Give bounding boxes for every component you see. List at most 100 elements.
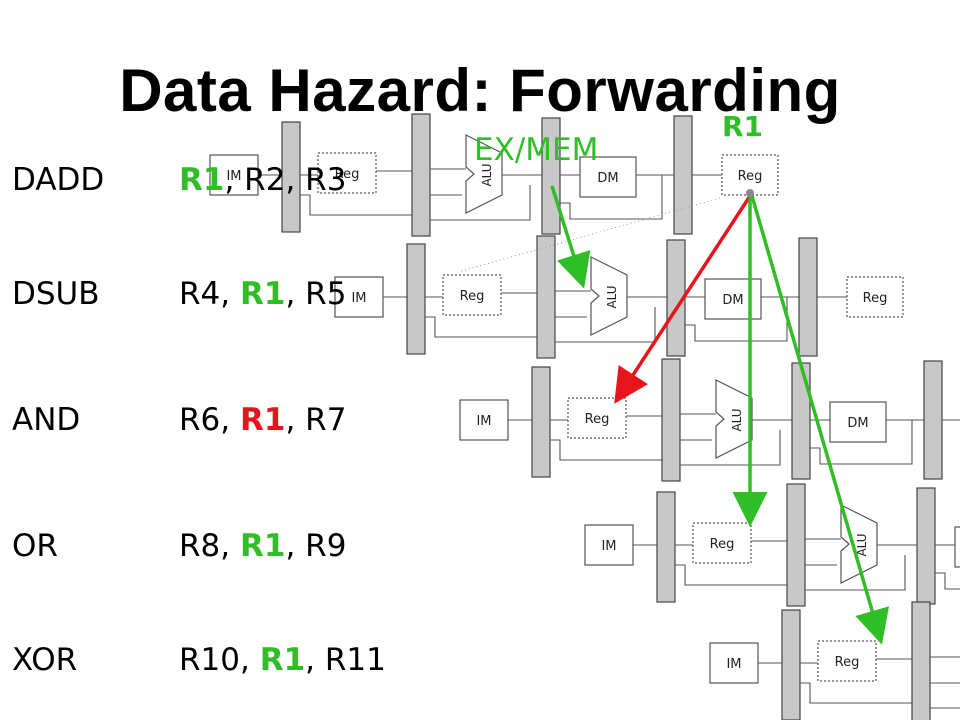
- dm-label: DM: [847, 416, 868, 431]
- alu-label: ALU: [730, 408, 744, 431]
- if-id-latch: [406, 243, 426, 355]
- operand-src1: R1: [239, 528, 286, 564]
- id-ex-latch: [911, 601, 931, 720]
- operand-src2: R11: [324, 642, 386, 678]
- id-ex-latch: [536, 235, 556, 359]
- reg-label: Reg: [835, 655, 860, 670]
- datapath-wire: [430, 185, 531, 221]
- mem-wb-latch: [673, 115, 693, 235]
- dm-box: [829, 401, 887, 443]
- reg-box: [846, 276, 904, 318]
- datapath-wire: [935, 572, 960, 590]
- reg-label: Reg: [710, 537, 735, 552]
- dm-label: DM: [722, 293, 743, 308]
- operand-dest: R10: [179, 642, 240, 678]
- opcode: OR: [12, 528, 58, 564]
- datapath-wire: [685, 297, 788, 342]
- operand-src2: R9: [305, 528, 347, 564]
- datapath-wire: [805, 555, 906, 591]
- datapath-wire: [550, 439, 662, 461]
- reg-box: [817, 640, 877, 682]
- separator: ,: [224, 162, 245, 198]
- opcode: XOR: [12, 642, 78, 678]
- dm-label: DM: [597, 171, 618, 186]
- opcode: DSUB: [12, 276, 100, 312]
- dm-box: [954, 526, 960, 568]
- reg-label: Reg: [335, 167, 360, 182]
- alu-label: ALU: [605, 285, 619, 308]
- alu-shape: [465, 134, 503, 214]
- im-label: IM: [226, 169, 241, 184]
- if-id-latch: [781, 609, 801, 720]
- alu-label: ALU: [480, 163, 494, 186]
- datapath-wire: [560, 175, 663, 220]
- datapath-wire: [680, 430, 781, 466]
- operand-src1: R1: [239, 402, 286, 438]
- reg-label: Reg: [863, 291, 888, 306]
- forward-arrow-xor: [750, 195, 890, 645]
- reg-label: Reg: [585, 412, 610, 427]
- im-label: IM: [476, 414, 491, 429]
- mem-wb-latch: [798, 237, 818, 357]
- separator: ,: [305, 642, 325, 678]
- datapath-wire: [300, 194, 412, 216]
- operand-dest: R4: [179, 276, 221, 312]
- reg-label: Reg: [738, 169, 763, 184]
- reg-write-point: [746, 189, 754, 197]
- separator: ,: [285, 276, 306, 312]
- datapath-wire: [930, 707, 960, 709]
- operand-src2: R7: [305, 402, 347, 438]
- im-box: [709, 642, 759, 684]
- timing-guide-line: [457, 197, 721, 273]
- ex-mem-latch: [541, 117, 561, 235]
- mem-wb-latch: [923, 360, 943, 480]
- ex-mem-label: EX/MEM: [474, 132, 599, 168]
- reg-box: [317, 152, 377, 194]
- im-box: [209, 154, 259, 196]
- alu-shape: [715, 379, 753, 459]
- operand-dest: R1: [179, 162, 225, 198]
- operand-src2: R5: [305, 276, 347, 312]
- datapath-wire: [800, 682, 912, 704]
- separator: ,: [285, 402, 306, 438]
- id-ex-latch: [786, 483, 806, 607]
- instruction-row-dadd: DADD R1, R2, R3: [12, 162, 346, 198]
- im-box: [334, 276, 384, 318]
- if-id-latch: [531, 366, 551, 478]
- opcode: DADD: [12, 162, 105, 198]
- separator: ,: [285, 528, 306, 564]
- reg-box: [567, 397, 627, 439]
- reg-box: [442, 274, 502, 316]
- separator: ,: [220, 528, 240, 564]
- reg-label: Reg: [460, 289, 485, 304]
- opcode: AND: [12, 402, 81, 438]
- operand-src2: R3: [305, 162, 347, 198]
- operand-src1: R2: [244, 162, 286, 198]
- ex-mem-latch: [916, 487, 936, 605]
- id-ex-latch: [411, 113, 431, 237]
- operand-src1: R1: [259, 642, 306, 678]
- alu-shape: [840, 504, 878, 584]
- alu-shape: [590, 256, 628, 336]
- reg-box: [692, 522, 752, 564]
- id-ex-latch: [661, 358, 681, 482]
- im-box: [459, 399, 509, 441]
- r1-result-label: R1: [722, 110, 764, 143]
- operand-dest: R8: [179, 528, 221, 564]
- im-label: IM: [601, 539, 616, 554]
- dm-box: [579, 156, 637, 198]
- separator: ,: [285, 162, 306, 198]
- instruction-row-or: OR R8, R1, R9: [12, 528, 346, 564]
- if-id-latch: [656, 491, 676, 603]
- separator: ,: [220, 276, 240, 312]
- operand-src1: R1: [239, 276, 286, 312]
- datapath-wire: [810, 420, 913, 465]
- reg-box: [721, 154, 779, 196]
- im-label: IM: [351, 291, 366, 306]
- im-label: IM: [726, 657, 741, 672]
- separator: ,: [220, 402, 240, 438]
- ex-mem-latch: [791, 362, 811, 480]
- datapath-wire: [425, 316, 537, 338]
